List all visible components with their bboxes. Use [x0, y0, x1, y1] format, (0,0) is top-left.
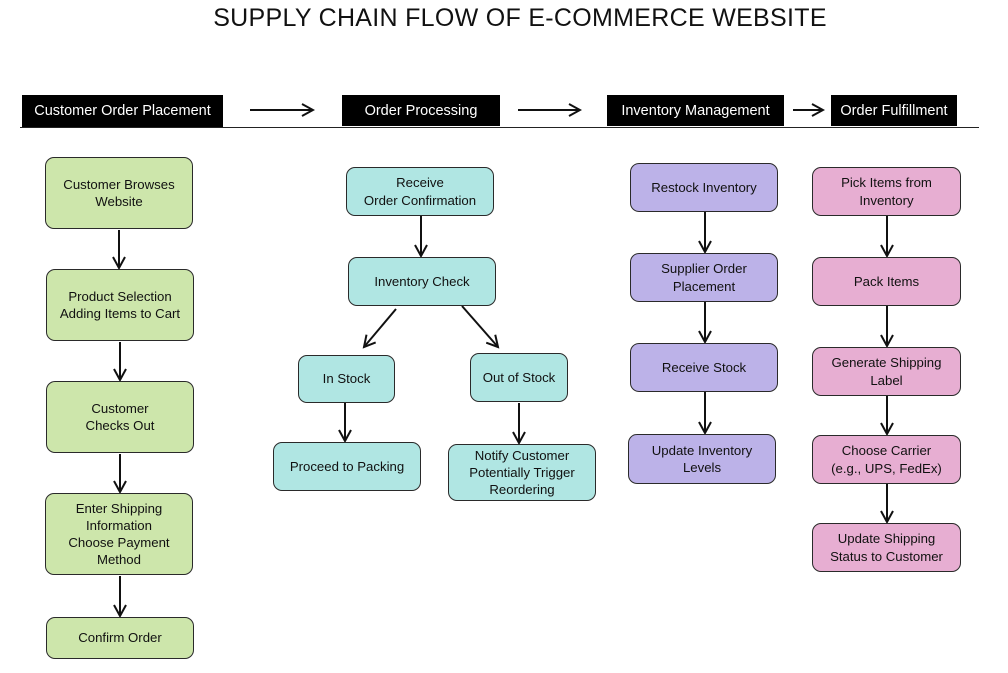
header-inventory-management: Inventory Management [607, 95, 784, 126]
node-pack-items: Pack Items [812, 257, 961, 306]
node-update-shipping-status: Update Shipping Status to Customer [812, 523, 961, 572]
node-supplier-order-placement: Supplier Order Placement [630, 253, 778, 302]
node-product-selection: Product Selection Adding Items to Cart [46, 269, 194, 341]
diagram-title: SUPPLY CHAIN FLOW OF E-COMMERCE WEBSITE [213, 4, 827, 32]
processing-arrow-2 [364, 308, 397, 347]
node-out-of-stock: Out of Stock [470, 353, 568, 402]
node-in-stock: In Stock [298, 355, 395, 403]
node-customer-browses-website: Customer Browses Website [45, 157, 193, 229]
node-customer-checks-out: Customer Checks Out [46, 381, 194, 453]
header-order-processing: Order Processing [342, 95, 500, 126]
header-baseline [20, 127, 979, 128]
node-choose-carrier: Choose Carrier (e.g., UPS, FedEx) [812, 435, 961, 484]
node-confirm-order: Confirm Order [46, 617, 194, 659]
header-customer-order-placement: Customer Order Placement [22, 95, 223, 127]
header-order-fulfillment: Order Fulfillment [831, 95, 957, 126]
node-pick-items: Pick Items from Inventory [812, 167, 961, 216]
node-enter-shipping-information: Enter Shipping Information Choose Paymen… [45, 493, 193, 575]
node-receive-stock: Receive Stock [630, 343, 778, 392]
node-proceed-to-packing: Proceed to Packing [273, 442, 421, 491]
node-update-inventory-levels: Update Inventory Levels [628, 434, 776, 484]
processing-arrow-3 [461, 305, 498, 347]
node-notify-customer: Notify Customer Potentially Trigger Reor… [448, 444, 596, 501]
node-restock-inventory: Restock Inventory [630, 163, 778, 212]
node-inventory-check: Inventory Check [348, 257, 496, 306]
node-receive-order-confirmation: Receive Order Confirmation [346, 167, 494, 216]
node-generate-shipping-label: Generate Shipping Label [812, 347, 961, 396]
